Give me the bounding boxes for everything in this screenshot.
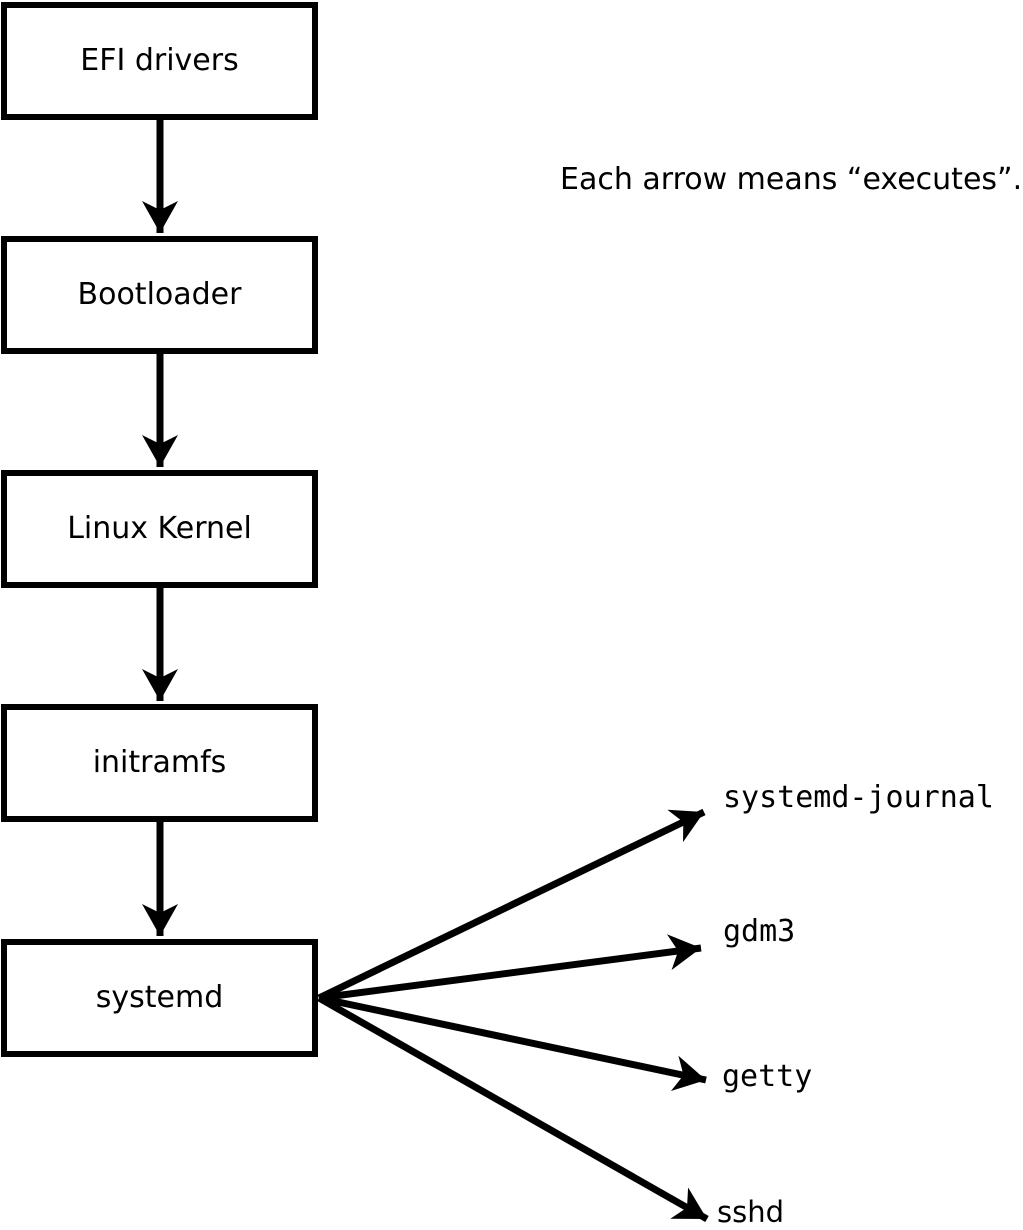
arrow-systemd-to-journal bbox=[317, 808, 706, 1002]
node-systemd: systemd bbox=[1, 939, 318, 1057]
node-linux-kernel-label: Linux Kernel bbox=[67, 511, 252, 546]
arrow-systemd-to-gdm3 bbox=[318, 934, 702, 1002]
process-systemd-journal-label: systemd-journal bbox=[723, 780, 994, 815]
process-sshd-label: sshd bbox=[717, 1195, 785, 1229]
node-efi-drivers: EFI drivers bbox=[1, 2, 318, 120]
process-getty-label: getty bbox=[722, 1059, 813, 1094]
node-initramfs: initramfs bbox=[1, 704, 318, 822]
arrow-meaning-note: Each arrow means “executes”. bbox=[560, 162, 1023, 197]
node-efi-drivers-label: EFI drivers bbox=[80, 43, 239, 78]
arrow-systemd-to-sshd bbox=[317, 994, 709, 1223]
node-linux-kernel: Linux Kernel bbox=[1, 470, 318, 588]
node-systemd-label: systemd bbox=[95, 980, 224, 1015]
node-bootloader: Bootloader bbox=[1, 236, 318, 354]
process-gdm3-label: gdm3 bbox=[723, 914, 796, 949]
node-initramfs-label: initramfs bbox=[92, 745, 227, 780]
arrow-systemd-to-getty bbox=[318, 994, 707, 1091]
node-bootloader-label: Bootloader bbox=[77, 277, 242, 312]
